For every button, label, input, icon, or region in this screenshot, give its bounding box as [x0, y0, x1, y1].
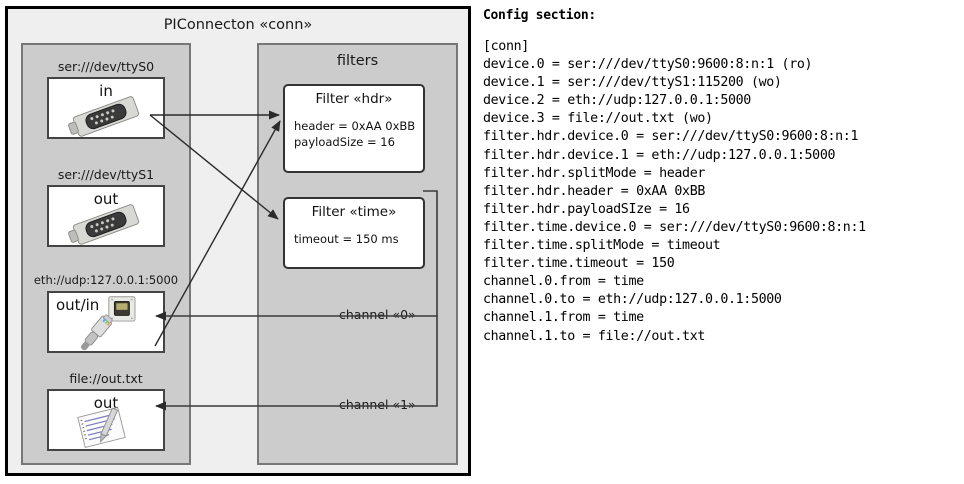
filter-time-attr-timeout: timeout = 150 ms	[294, 232, 399, 246]
device-label-ser-ttys1: ser:///dev/ttyS1	[57, 167, 155, 182]
filters-panel-title: filters	[336, 53, 379, 69]
channel-1-label: channel «1»	[339, 397, 416, 412]
device-label-eth-udp: eth://udp:127.0.0.1:5000	[33, 273, 179, 287]
device-label-ser-ttys0: ser:///dev/ttyS0	[57, 59, 155, 74]
diagram-title: PIConnecton «conn»	[163, 17, 313, 33]
config-text: [conn] device.0 = ser:///dev/ttyS0:9600:…	[483, 39, 866, 344]
filter-box-time[interactable]: Filter «time» timeout = 150 ms	[283, 197, 425, 269]
channel-0-label: channel «0»	[339, 307, 416, 322]
filter-hdr-attr-payloadsize: payloadSize = 16	[294, 135, 395, 149]
filter-time-title: Filter «time»	[311, 204, 397, 220]
device-io-outin-2: out/in	[56, 296, 100, 314]
filter-hdr-title: Filter «hdr»	[315, 91, 393, 107]
edge-ttys0-to-time	[149, 114, 279, 220]
config-heading: Config section:	[483, 8, 596, 23]
filter-box-hdr[interactable]: Filter «hdr» header = 0xAA 0xBB payloadS…	[283, 84, 425, 173]
config-section: Config section: [conn] device.0 = ser://…	[483, 8, 961, 478]
filter-hdr-attr-header: header = 0xAA 0xBB	[294, 119, 416, 133]
piconnector-component-diagram: PIConnecton «conn» ser:///dev/ttyS0 in	[5, 6, 471, 476]
edge-channel-1-time-to-file	[155, 316, 438, 411]
device-io-in-0: in	[99, 82, 113, 100]
device-io-out-1: out	[93, 190, 119, 208]
device-label-file-out: file://out.txt	[69, 371, 143, 386]
filters-panel: filters Filter «hdr» header = 0xAA 0xBB …	[257, 43, 458, 465]
edge-eth-to-hdr	[154, 120, 281, 347]
connector-edges	[149, 110, 438, 411]
edge-channel-0-time-to-eth	[155, 190, 438, 321]
